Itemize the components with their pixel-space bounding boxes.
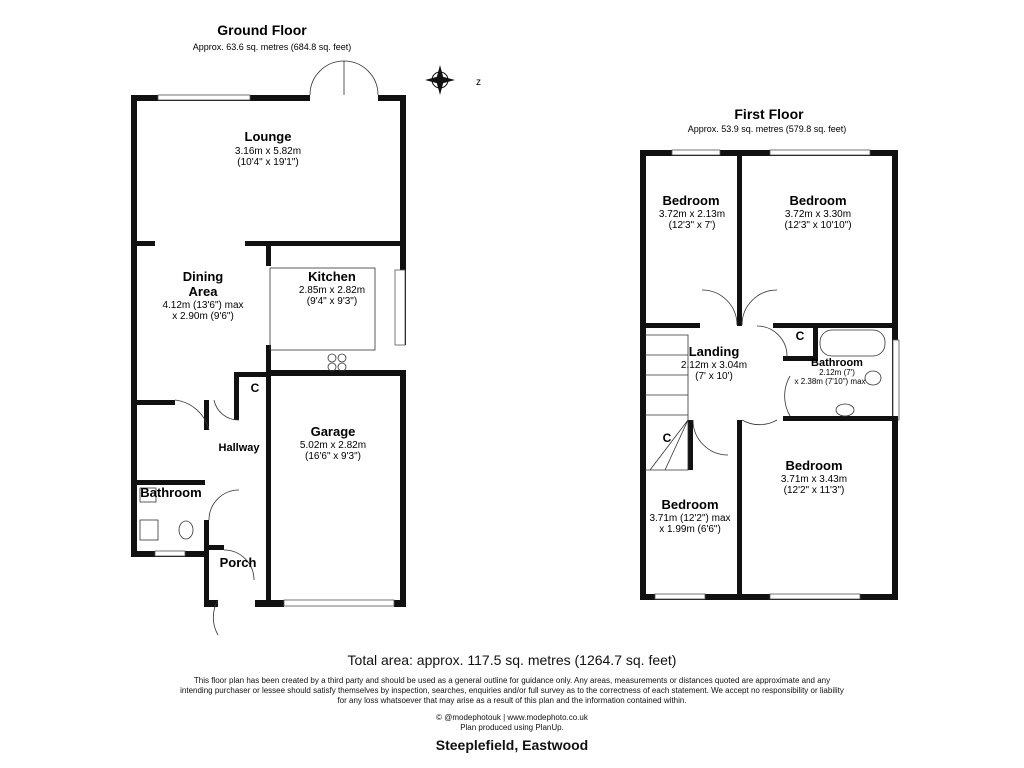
room-dining-2: Area [189, 284, 219, 299]
first-floor-walls [640, 149, 900, 600]
room-bedroom-nw: Bedroom [662, 193, 719, 208]
first-floor-title: First Floor [734, 106, 804, 122]
dining-dim-2: x 2.90m (9'6") [172, 311, 234, 322]
room-dining: Dining [183, 269, 223, 284]
ground-floor-title: Ground Floor [217, 22, 307, 38]
bedroom-ne-dim-imperial: (12'3" x 10'10") [784, 220, 851, 231]
room-hallway: Hallway [219, 442, 261, 454]
first-floor-area: Approx. 53.9 sq. metres (579.8 sq. feet) [688, 124, 847, 134]
bedroom-nw-dim-metric: 3.72m x 2.13m [659, 209, 725, 220]
ground-floor-area: Approx. 63.6 sq. metres (684.8 sq. feet) [193, 42, 352, 52]
dining-dim-1: 4.12m (13'6") max [162, 300, 243, 311]
planup-line: Plan produced using PlanUp. [460, 723, 564, 732]
compass-label: z [476, 77, 481, 88]
cupboard-label-ground: C [251, 381, 260, 395]
property-address: Steeplefield, Eastwood [435, 737, 589, 753]
total-area: Total area: approx. 117.5 sq. metres (12… [347, 652, 677, 668]
garage-dim-metric: 5.02m x 2.82m [300, 440, 366, 451]
ground-floor-walls [131, 60, 406, 636]
room-bedroom-ne: Bedroom [789, 193, 846, 208]
bedroom-nw-dim-imperial: (12'3" x 7') [669, 220, 716, 231]
bedroom-se-dim-metric: 3.71m x 3.43m [781, 474, 847, 485]
bedroom-se-dim-imperial: (12'2" x 11'3") [784, 485, 845, 496]
room-bathroom-ground: Bathroom [140, 485, 201, 500]
compass-icon [425, 65, 455, 95]
landing-dim-imperial: (7' x 10') [695, 371, 733, 382]
room-landing: Landing [689, 344, 740, 359]
bedroom-sw-dim-2: x 1.99m (6'6") [659, 524, 721, 535]
bedroom-sw-dim-1: 3.71m (12'2") max [649, 513, 730, 524]
room-lounge: Lounge [245, 129, 292, 144]
cupboard-label-first-2: C [663, 431, 672, 445]
landing-dim-metric: 2.12m x 3.04m [681, 360, 747, 371]
room-kitchen: Kitchen [308, 269, 356, 284]
bedroom-ne-dim-metric: 3.72m x 3.30m [785, 209, 851, 220]
kitchen-dim-metric: 2.85m x 2.82m [299, 285, 365, 296]
garage-dim-imperial: (16'6" x 9'3") [305, 451, 361, 462]
room-porch: Porch [220, 555, 257, 570]
credits: © @modephotouk | www.modephoto.co.uk Pla… [0, 713, 1024, 733]
room-bedroom-sw: Bedroom [661, 497, 718, 512]
cupboard-label-first-1: C [796, 329, 805, 343]
disclaimer: This floor plan has been created by a th… [180, 676, 844, 705]
room-garage: Garage [311, 424, 356, 439]
lounge-dim-imperial: (10'4" x 19'1") [237, 157, 299, 168]
credit-line: © @modephotouk | www.modephoto.co.uk [436, 713, 588, 722]
lounge-dim-metric: 3.16m x 5.82m [235, 146, 301, 157]
room-bathroom-first: Bathroom [811, 357, 863, 369]
bathroom-dim-2: x 2.38m (7'10") max [794, 377, 865, 386]
room-bedroom-se: Bedroom [785, 458, 842, 473]
bathroom-dim-1: 2.12m (7') [819, 368, 855, 377]
kitchen-dim-imperial: (9'4" x 9'3") [307, 296, 357, 307]
